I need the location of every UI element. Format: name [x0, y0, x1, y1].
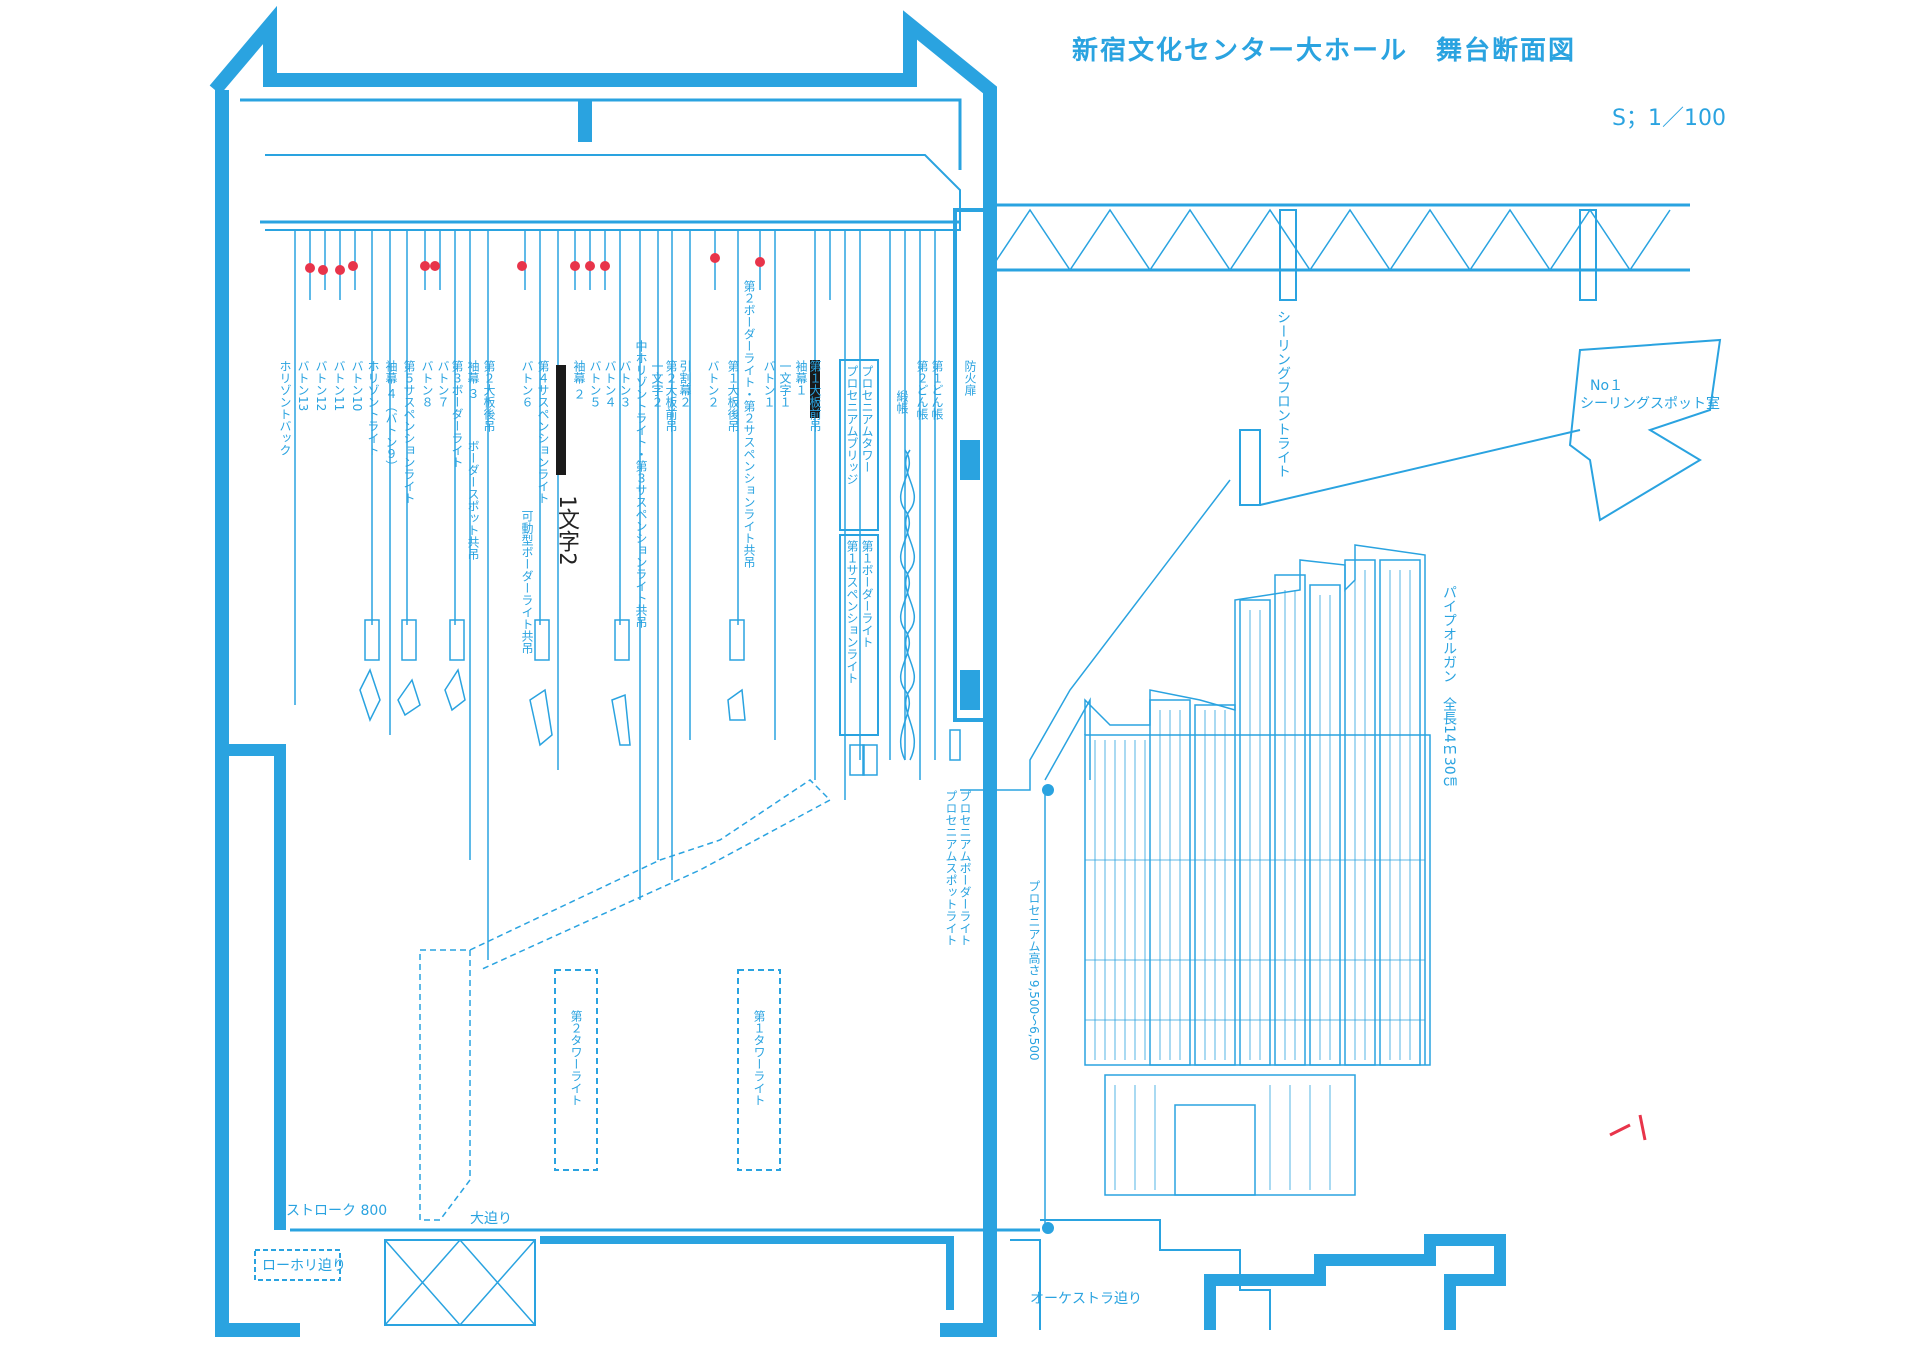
- black-marker-1: [556, 365, 566, 475]
- label-ceiling-front-light: シーリングフロントライト: [1275, 310, 1291, 478]
- label-proscenium-bridge: プロセニアムブリッジ: [845, 365, 859, 485]
- orchestra-pit: [1040, 1219, 1271, 1330]
- label-low-horizon-lift: ローホリ迫り: [262, 1258, 346, 1274]
- label-border-light-2: 第２ボーダーライト・第２サスペンションライト共吊: [742, 280, 756, 568]
- label-main-lift: 大迫り: [470, 1211, 512, 1227]
- label-movable-border: 可動型ボーダーライト共吊: [520, 510, 534, 654]
- main-lift: [384, 1239, 536, 1326]
- pipe-organ: [1084, 544, 1431, 1196]
- label-pipe-organ: パイプオルガン 全長14ｍ30㎝: [1441, 585, 1457, 789]
- label-batten-11: バトン11: [332, 360, 346, 412]
- label-curtain-1: 第１どん帳: [930, 360, 944, 420]
- label-stroke: ストローク 800: [286, 1203, 388, 1219]
- red-scribble: [1609, 1114, 1647, 1141]
- tower-light-1: [737, 969, 781, 1171]
- label-proscenium-spot: プロセニアムスポットライト: [944, 790, 958, 946]
- label-proscenium-height: プロセニアム高さ 9,500～6,500: [1027, 880, 1041, 1061]
- drawing-title: 新宿文化センター大ホール 舞台断面図: [1072, 36, 1577, 66]
- label-no1: No１: [1590, 378, 1624, 394]
- label-suspension-light-1: 第１サスペンションライト: [845, 540, 859, 684]
- proscenium-tower-box: [839, 359, 879, 531]
- label-batten-7: バトン７: [436, 360, 450, 408]
- label-batten-12: バトン12: [314, 360, 328, 412]
- fly-lines: [294, 230, 936, 960]
- label-wing-curtain-3: 袖幕 ３: [466, 360, 480, 400]
- label-wing-curtain-4: 袖幕 ４（バトン９）: [384, 360, 398, 472]
- label-draw-curtain-2: 引割幕２: [678, 360, 692, 408]
- label-batten-10: バトン10: [350, 360, 364, 412]
- label-wing-curtain-1: 袖幕１: [794, 360, 808, 396]
- inner-roof-line: [240, 98, 962, 170]
- label-border-light-1: 第１ボーダーライト: [860, 540, 874, 648]
- label-batten-3: バトン３: [618, 360, 632, 408]
- tower-light-2: [554, 969, 598, 1171]
- label-border-1: 一文字１: [778, 360, 792, 408]
- label-horizon-light: ホリゾントライト: [366, 360, 380, 456]
- label-board-2-front: 第２大板前吊: [664, 360, 678, 432]
- proscenium-wall: [953, 208, 987, 722]
- label-border-spot: ボーダースポット共吊: [466, 440, 480, 560]
- low-horizon-lift: [254, 1249, 341, 1281]
- roof-notch: [578, 100, 592, 142]
- label-tower-light-1: 第１タワーライト: [752, 1010, 766, 1106]
- handwritten-note: 1文字2: [554, 495, 579, 566]
- label-ceiling-spot-room: シーリングスポット室: [1580, 396, 1720, 412]
- label-proscenium-tower: プロセニアムタワー: [860, 365, 874, 473]
- label-curtain-2: 第２どん帳: [915, 360, 929, 420]
- drawing-scale: S；1／100: [1612, 106, 1726, 131]
- label-border-light-3: 第３ボーダーライト: [450, 360, 464, 468]
- label-horizon-back: ホリゾントバック: [278, 360, 292, 456]
- red-markers: [305, 253, 765, 275]
- label-batten-6: バトン６: [520, 360, 534, 408]
- label-batten-2: バトン２: [706, 360, 720, 408]
- label-board-1-front: 第１大板前吊: [808, 360, 822, 432]
- label-suspension-light-5: 第５サスペンションライト: [402, 360, 416, 504]
- fly-gallery: [265, 154, 961, 231]
- label-wing-curtain-2: 袖幕 ２: [572, 360, 586, 400]
- label-tower-light-2: 第２タワーライト: [569, 1010, 583, 1106]
- label-drop-curtain: 緞帳: [895, 390, 909, 414]
- label-batten-13: バトン13: [296, 360, 310, 412]
- label-mid-horizon: 中ホリゾントライト・第３サスペンションライト共吊: [634, 340, 648, 628]
- main-curtain: [899, 449, 911, 761]
- left-wall: [215, 90, 300, 1337]
- label-batten-4: バトン４: [603, 360, 617, 408]
- label-board-2-back: 第２大板後吊: [482, 360, 496, 432]
- ceiling-spot-room: [1568, 338, 1722, 522]
- label-batten-1: バトン１: [762, 360, 776, 408]
- ceiling-front-light: [1239, 429, 1581, 506]
- label-board-1-back: 第１大板後吊: [726, 360, 740, 432]
- outer-wall: [209, 5, 997, 1337]
- ceiling-truss: [990, 203, 1690, 272]
- label-border-2: 一文字２: [650, 360, 664, 408]
- label-proscenium-border: プロセニアムボーダーライト: [958, 790, 972, 946]
- label-suspension-light-4: 第４サスペンションライト: [536, 360, 550, 504]
- black-marker-2: [810, 360, 820, 418]
- hanging-lights: [359, 619, 961, 776]
- label-batten-8: バトン８: [420, 360, 434, 408]
- label-batten-5: バトン５: [588, 360, 602, 408]
- label-orchestra-lift: オーケストラ迫り: [1030, 1291, 1142, 1307]
- label-fire-door: 防火扉: [963, 360, 977, 396]
